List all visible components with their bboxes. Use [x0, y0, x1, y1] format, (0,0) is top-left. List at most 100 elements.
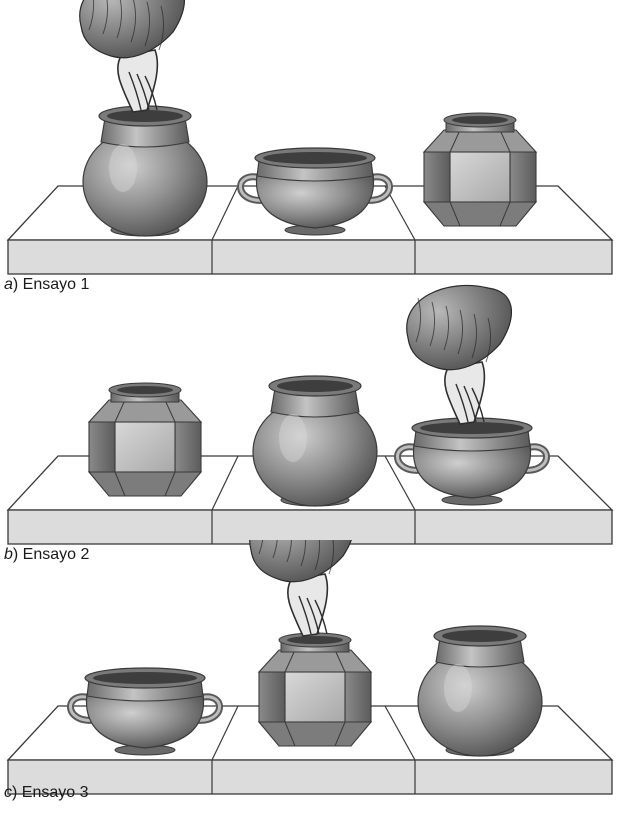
oct-edge: [284, 649, 296, 673]
hand-finger: [136, 73, 150, 111]
oct-edge: [114, 399, 126, 423]
oct-edge: [164, 399, 176, 423]
oct-edge: [164, 471, 176, 497]
sleeve: [249, 540, 352, 583]
table-divider: [211, 455, 239, 511]
hand-finger: [306, 597, 320, 635]
trial-3-scene: [6, 540, 614, 795]
hand-finger: [455, 383, 469, 423]
sleeve-texture: [88, 0, 95, 31]
hand-palm: [117, 49, 159, 113]
sleeve-texture: [130, 0, 137, 43]
trial-1-letter: a: [4, 276, 13, 293]
bowl-pot: [394, 417, 550, 506]
hand-palm: [444, 361, 486, 425]
round-pot: [417, 625, 543, 757]
bowl-body: [255, 173, 375, 229]
oct-front-face: [284, 671, 346, 723]
handle-left-shine: [239, 175, 266, 202]
sleeve-texture: [328, 540, 335, 575]
table-divider: [211, 185, 239, 241]
bowl-pot: [237, 147, 393, 236]
oct-front-face: [114, 421, 176, 473]
sleeve-texture: [471, 313, 478, 359]
trial-panel-1: a) Ensayo 1: [0, 0, 617, 293]
oct-shoulder: [257, 649, 373, 673]
sleeve-texture: [443, 305, 450, 351]
sleeve-texture: [272, 540, 278, 559]
sleeve-texture: [457, 309, 464, 355]
oct-edge: [499, 129, 511, 153]
table-front: [7, 509, 613, 545]
trial-3-letter: c: [4, 784, 12, 801]
sleeve: [406, 284, 512, 371]
hand-finger: [144, 75, 158, 111]
bowl-opening: [263, 152, 367, 164]
hand-finger: [128, 71, 142, 111]
sleeve-texture: [300, 540, 307, 567]
table-divider: [384, 455, 416, 511]
trial-panel-3: c) Ensayo 3: [0, 540, 617, 808]
bowl-opening: [93, 672, 197, 684]
oct-side-left: [258, 671, 286, 723]
table-divider: [384, 705, 416, 761]
trial-panel-2: b) Ensayo 2: [0, 270, 617, 563]
oct-edge: [334, 649, 346, 673]
trial-3-caption: c) Ensayo 3: [4, 784, 88, 802]
handle-left-shine: [69, 695, 96, 722]
oct-shoulder: [87, 399, 203, 423]
trial-3-label: ) Ensayo 3: [12, 784, 89, 801]
oct-side-right: [174, 421, 202, 473]
oct-side-right: [344, 671, 372, 723]
pot-highlight: [279, 414, 307, 462]
hand-palm: [287, 573, 329, 637]
handle-right-shine: [194, 695, 221, 722]
oct-edge: [449, 129, 461, 153]
hand-icon: [249, 540, 352, 637]
sleeve-texture: [485, 317, 492, 363]
sleeve-texture: [258, 540, 264, 555]
hand-icon: [79, 0, 185, 113]
oct-opening: [452, 116, 508, 124]
hand-finger: [298, 595, 312, 635]
pot-highlight: [444, 664, 472, 712]
sleeve-texture: [314, 540, 321, 571]
pot-opening: [107, 110, 183, 122]
oct-base: [422, 201, 538, 227]
handle-left-shine: [396, 445, 423, 472]
handle-right-shine: [364, 175, 391, 202]
oct-shoulder: [422, 129, 538, 153]
hand-finger: [471, 387, 485, 423]
trial-1-label: ) Ensayo 1: [12, 276, 90, 293]
sleeve-texture: [429, 301, 436, 347]
octagonal-pot: [422, 112, 538, 227]
bowl-pot: [67, 667, 223, 756]
bowl-body: [85, 693, 205, 749]
table-front: [7, 759, 613, 795]
oct-base: [87, 471, 203, 497]
trial-1-caption: a) Ensayo 1: [4, 276, 89, 294]
trial-2-caption: b) Ensayo 2: [4, 546, 89, 564]
octagonal-pot: [87, 382, 203, 497]
oct-front-face: [449, 151, 511, 203]
trial-2-letter: b: [4, 546, 13, 563]
hand-finger: [314, 599, 328, 635]
oct-side-left: [423, 151, 451, 203]
sleeve-texture: [144, 1, 151, 47]
sleeve-texture: [102, 0, 109, 35]
sleeve-texture: [116, 0, 123, 39]
oct-opening: [287, 636, 343, 644]
table-divider: [211, 705, 239, 761]
trial-2-scene: [6, 284, 614, 545]
sleeve: [79, 0, 185, 59]
oct-edge: [499, 201, 511, 227]
handle-right-shine: [521, 445, 548, 472]
round-pot: [82, 105, 208, 237]
oct-edge: [284, 721, 296, 747]
trial-1-scene: [6, 0, 614, 275]
oct-edge: [334, 721, 346, 747]
oct-side-right: [509, 151, 537, 203]
bowl-opening: [420, 422, 524, 434]
oct-edge: [449, 201, 461, 227]
oct-opening: [117, 386, 173, 394]
